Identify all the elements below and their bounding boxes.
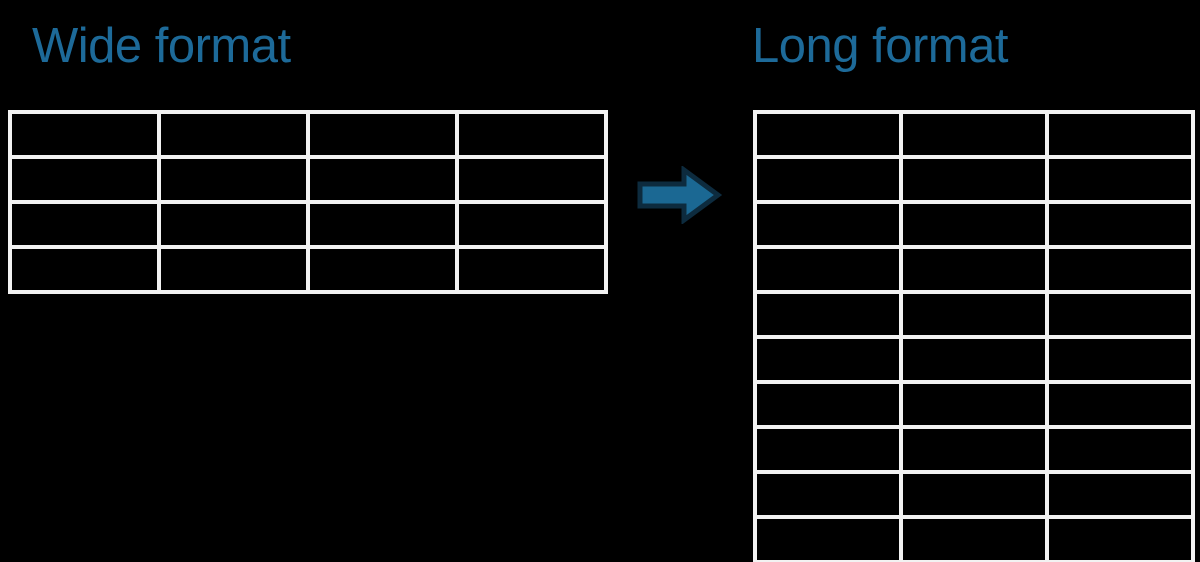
table-row [755, 157, 1193, 202]
table-row [755, 472, 1193, 517]
table-row [755, 427, 1193, 472]
table-cell-r2-c1 [10, 157, 159, 202]
table-cell-r4-c3 [1047, 247, 1193, 292]
table-cell-r1-c2 [901, 112, 1047, 157]
table-row [10, 157, 606, 202]
table-cell-r10-c3 [1047, 517, 1193, 562]
table-cell-r4-c2 [901, 247, 1047, 292]
table-row [755, 292, 1193, 337]
table-cell-r5-c1 [755, 292, 901, 337]
table-cell-r3-c2 [159, 202, 308, 247]
table-cell-r1-c4 [457, 112, 606, 157]
table-row [755, 202, 1193, 247]
table-cell-r6-c3 [1047, 337, 1193, 382]
table-cell-r3-c2 [901, 202, 1047, 247]
table-row [10, 112, 606, 157]
table-cell-r9-c2 [901, 472, 1047, 517]
table-cell-r9-c1 [755, 472, 901, 517]
table-cell-r4-c4 [457, 247, 606, 292]
table-cell-r10-c1 [755, 517, 901, 562]
table-cell-r7-c2 [901, 382, 1047, 427]
right-arrow-glyph [637, 165, 723, 225]
table-cell-r3-c3 [308, 202, 457, 247]
long-format-table [753, 110, 1195, 562]
table-cell-r3-c3 [1047, 202, 1193, 247]
table-row [755, 517, 1193, 562]
table-cell-r5-c3 [1047, 292, 1193, 337]
wide-format-table-body [10, 112, 606, 292]
table-row [755, 112, 1193, 157]
table-cell-r1-c3 [1047, 112, 1193, 157]
table-row [755, 382, 1193, 427]
table-cell-r2-c3 [308, 157, 457, 202]
table-cell-r7-c1 [755, 382, 901, 427]
table-cell-r1-c2 [159, 112, 308, 157]
table-cell-r10-c2 [901, 517, 1047, 562]
table-cell-r1-c1 [10, 112, 159, 157]
table-cell-r8-c2 [901, 427, 1047, 472]
table-cell-r4-c3 [308, 247, 457, 292]
long-format-table-body [755, 112, 1193, 562]
table-cell-r4-c1 [10, 247, 159, 292]
table-cell-r3-c1 [10, 202, 159, 247]
table-cell-r2-c1 [755, 157, 901, 202]
table-cell-r4-c1 [755, 247, 901, 292]
table-cell-r6-c2 [901, 337, 1047, 382]
page-title-wide-format: Wide format [32, 19, 291, 73]
table-cell-r8-c1 [755, 427, 901, 472]
table-cell-r9-c3 [1047, 472, 1193, 517]
arrow-polygon [637, 165, 723, 225]
table-cell-r4-c2 [159, 247, 308, 292]
table-cell-r3-c4 [457, 202, 606, 247]
table-cell-r8-c3 [1047, 427, 1193, 472]
table-cell-r2-c2 [159, 157, 308, 202]
table-row [10, 247, 606, 292]
table-cell-r2-c4 [457, 157, 606, 202]
table-cell-r6-c1 [755, 337, 901, 382]
table-cell-r2-c3 [1047, 157, 1193, 202]
table-row [10, 202, 606, 247]
table-cell-r7-c3 [1047, 382, 1193, 427]
table-row [755, 337, 1193, 382]
page-title-long-format: Long format [752, 19, 1009, 73]
table-row [755, 247, 1193, 292]
table-cell-r3-c1 [755, 202, 901, 247]
table-cell-r5-c2 [901, 292, 1047, 337]
wide-format-table [8, 110, 608, 294]
right-arrow-icon [636, 165, 723, 225]
table-cell-r1-c3 [308, 112, 457, 157]
table-cell-r2-c2 [901, 157, 1047, 202]
table-cell-r1-c1 [755, 112, 901, 157]
